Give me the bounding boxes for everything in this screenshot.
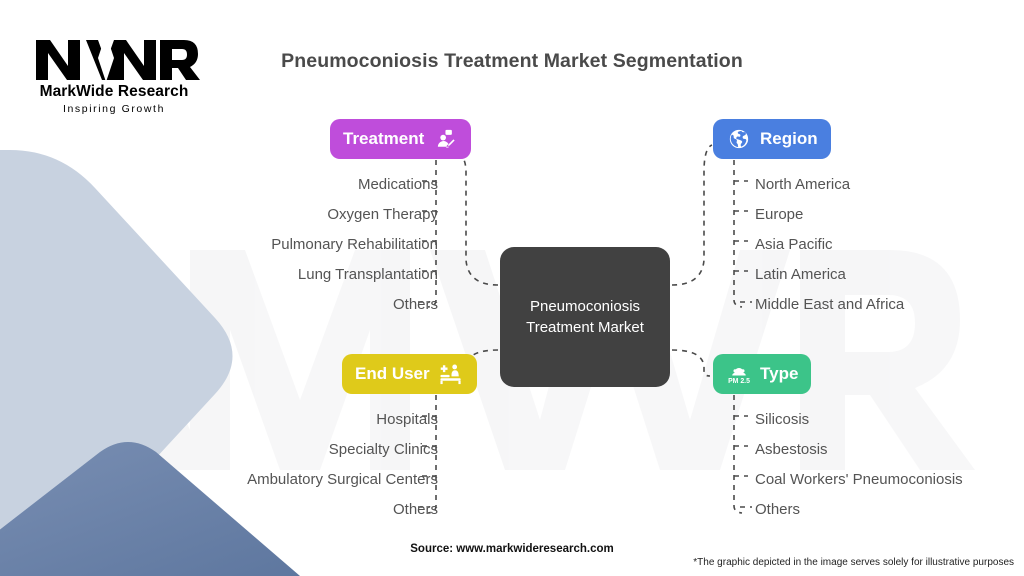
- svg-text:PM 2.5: PM 2.5: [728, 378, 750, 385]
- list-treatment: Medications Oxygen Therapy Pulmonary Reh…: [271, 170, 438, 320]
- hospital-bed-icon: [438, 361, 464, 387]
- badge-treatment-label: Treatment: [343, 129, 425, 148]
- center-node: Pneumoconiosis Treatment Market: [500, 247, 670, 387]
- connector-center-treatment: [441, 144, 499, 286]
- mwr-logomark: [36, 34, 200, 82]
- source-text: Source: www.markwideresearch.com: [410, 543, 614, 555]
- list-item: Pulmonary Rehabilitation: [271, 236, 438, 253]
- disclaimer-text: *The graphic depicted in the image serve…: [693, 557, 1014, 568]
- list-item: Ambulatory Surgical Centers: [247, 471, 438, 488]
- list-enduser: Hospitals Specialty Clinics Ambulatory S…: [247, 405, 438, 525]
- list-item: Asbestosis: [755, 441, 828, 458]
- decor-shape-light: [0, 150, 233, 562]
- list-item: Medications: [357, 176, 438, 193]
- list-item: Specialty Clinics: [328, 441, 438, 458]
- list-item: Oxygen Therapy: [327, 206, 438, 223]
- list-item: Latin America: [755, 266, 846, 283]
- pm25-smog-icon: PM 2.5: [726, 361, 752, 387]
- connector-spine-type: [733, 395, 743, 514]
- list-item: North America: [755, 176, 851, 193]
- badge-region[interactable]: Region: [713, 119, 831, 159]
- list-item: Others: [755, 501, 801, 518]
- list-item: Asia Pacific: [755, 236, 833, 253]
- list-item: Others: [392, 501, 438, 518]
- list-region: North America Europe Asia Pacific Latin …: [755, 170, 904, 320]
- badge-enduser[interactable]: End User: [342, 354, 477, 394]
- connector-center-type: [671, 349, 711, 377]
- list-item: Coal Workers' Pneumoconiosis: [755, 471, 963, 488]
- badge-treatment[interactable]: Treatment: [330, 119, 472, 159]
- badge-enduser-label: End User: [355, 364, 430, 383]
- badge-type[interactable]: PM 2.5 Type: [713, 354, 812, 394]
- list-item: Middle East and Africa: [755, 296, 905, 313]
- list-item: Europe: [755, 206, 804, 223]
- page-title: Pneumoconiosis Treatment Market Segmenta…: [281, 50, 743, 72]
- list-item: Others: [392, 296, 438, 313]
- globe-icon: [726, 126, 752, 152]
- connector-spine-region: [733, 160, 743, 308]
- center-node-label: Pneumoconiosis Treatment Market: [526, 297, 644, 336]
- badge-type-label: Type: [760, 364, 799, 383]
- badge-region-label: Region: [760, 129, 818, 148]
- brand-logo: MarkWide Research Inspiring Growth: [28, 32, 200, 115]
- logo-company-name: MarkWide Research: [39, 83, 189, 100]
- list-item: Lung Transplantation: [297, 266, 438, 283]
- user-edit-icon: [432, 126, 458, 152]
- list-item: Hospitals: [376, 411, 438, 428]
- connector-center-region: [671, 144, 713, 286]
- logo-tagline: Inspiring Growth: [62, 103, 166, 115]
- list-type: Silicosis Asbestosis Coal Workers' Pneum…: [755, 405, 963, 525]
- list-item: Silicosis: [755, 411, 810, 428]
